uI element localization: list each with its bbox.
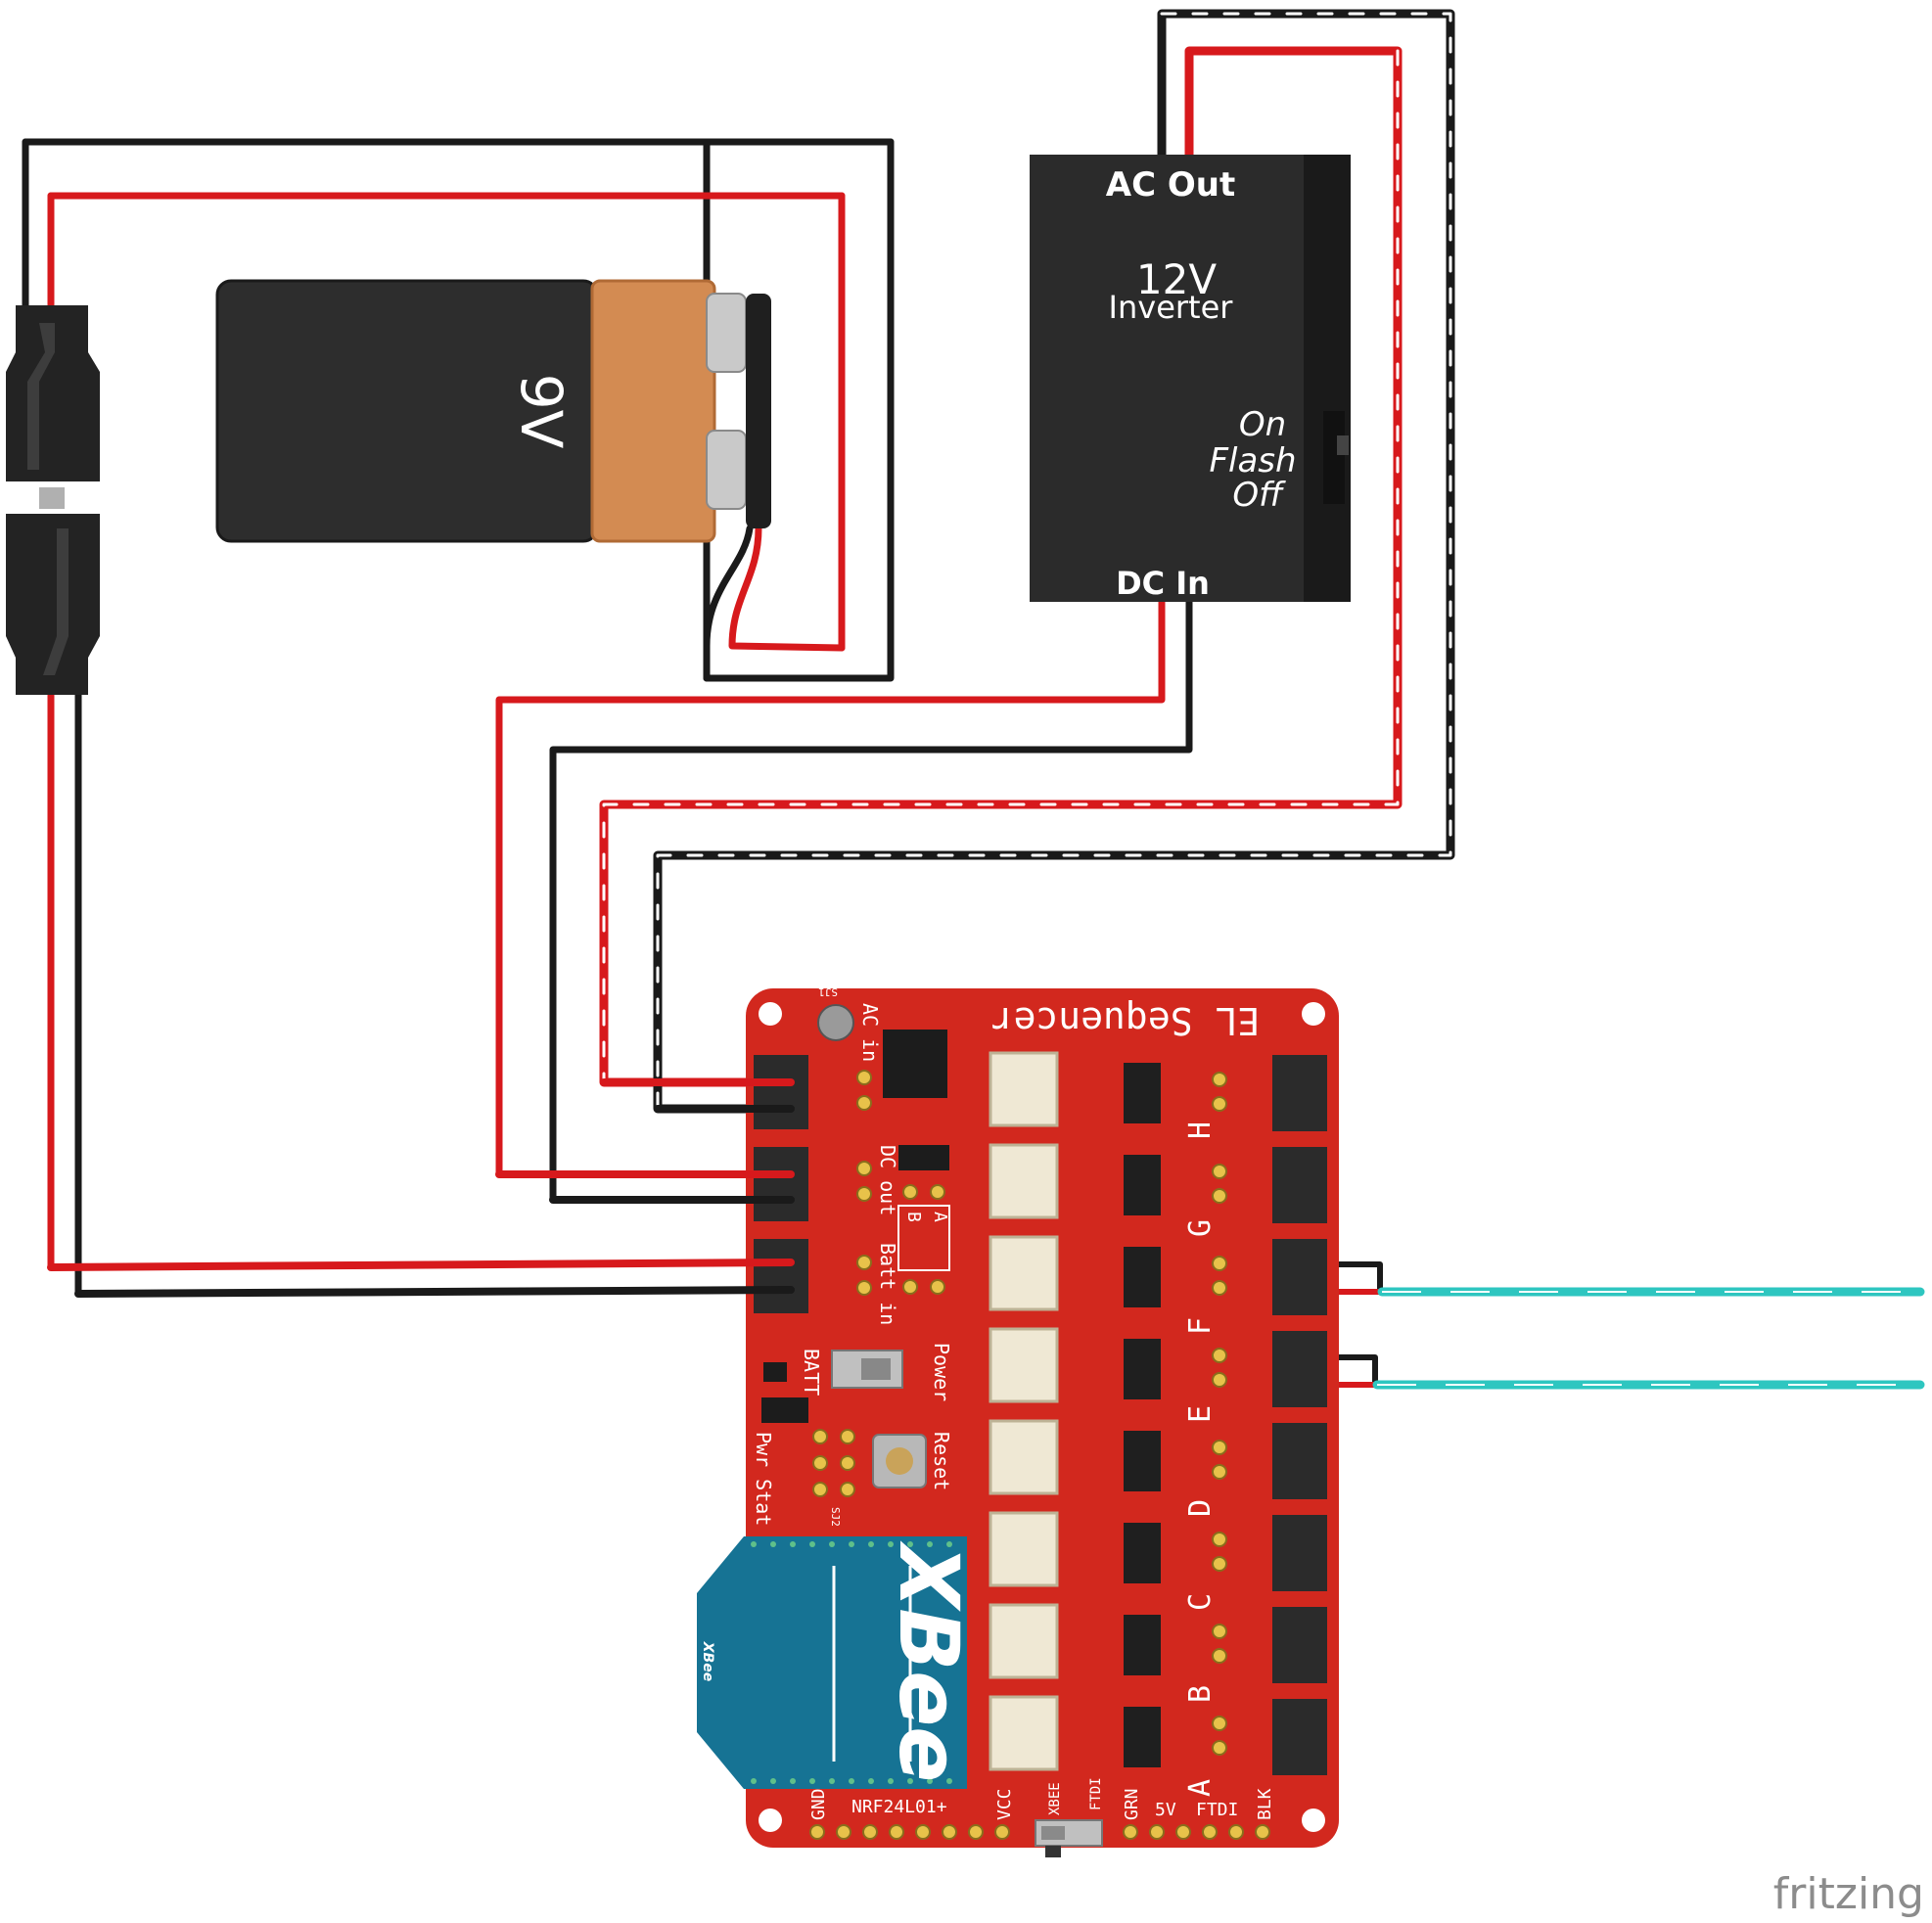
ac-black-wire-stripe — [656, 12, 1452, 1111]
sj1-label: SJ1 — [818, 985, 838, 998]
ac-in-jack[interactable] — [754, 1055, 808, 1129]
mode-switch[interactable] — [1323, 411, 1345, 504]
mount-hole — [759, 1002, 782, 1026]
mount-hole — [1302, 1809, 1325, 1832]
channel-b-label: B — [1183, 1685, 1218, 1703]
channel-d-label: D — [1183, 1499, 1218, 1517]
board-title: EL Sequencer — [991, 999, 1261, 1042]
channel-h-label: H — [1183, 1122, 1218, 1139]
board-wire-ends — [47, 1078, 795, 1298]
ac-out-label: AC Out — [1106, 165, 1235, 205]
ftdi-switch-label: FTDI — [1088, 1777, 1104, 1810]
xbee-small-logo: XBee — [700, 1641, 715, 1681]
xbee-logo: XBee — [881, 1540, 977, 1783]
connector-gap — [39, 487, 65, 509]
battery-lead-black — [703, 138, 895, 682]
5v-label: 5V — [1155, 1800, 1176, 1820]
mount-hole — [759, 1809, 782, 1832]
grn-label: GRN — [1122, 1788, 1142, 1820]
dc-out-jack[interactable] — [754, 1147, 808, 1221]
batt-in-red-wire — [47, 681, 787, 1271]
channel-c-label: C — [1183, 1593, 1218, 1611]
nrf-label: NRF24L01+ — [851, 1797, 947, 1817]
jumper-b-label: B — [903, 1212, 924, 1222]
battery-label: 9V — [508, 374, 575, 449]
batt-in-jack[interactable] — [754, 1239, 808, 1313]
channel-a-label: A — [1183, 1779, 1218, 1797]
ftdi-label: FTDI — [1196, 1800, 1238, 1820]
inverter-model-line1: 12V — [1136, 255, 1217, 303]
switch-off-label: Off — [1232, 476, 1286, 515]
fritzing-watermark: fritzing — [1773, 1869, 1924, 1919]
gnd-label: GND — [808, 1788, 829, 1820]
switch-flash-label: Flash — [1209, 441, 1296, 481]
inverter-12v: AC Out 12V Inverter On Flash Off DC In — [1030, 155, 1351, 602]
mount-hole — [1302, 1002, 1325, 1026]
vcc-label: VCC — [994, 1788, 1015, 1820]
inverter-model-line2: Inverter — [1109, 289, 1234, 326]
switch-on-label: On — [1239, 405, 1286, 444]
reset-button[interactable] — [886, 1447, 913, 1475]
blk-label: BLK — [1255, 1788, 1275, 1820]
channel-f-label: F — [1183, 1317, 1218, 1335]
reset-label: Reset — [930, 1432, 953, 1490]
sj2-label: SJ2 — [829, 1507, 842, 1527]
connector-lower — [6, 514, 100, 695]
xbee-module — [697, 1536, 967, 1789]
inline-connector — [6, 305, 100, 695]
xbee-switch-label: XBEE — [1047, 1782, 1063, 1815]
pwr-stat-label: Pwr Stat — [752, 1432, 775, 1526]
ac-red-wire-stripe — [602, 49, 1400, 1084]
battery-lead-red — [728, 525, 846, 652]
battery-9v: 9V — [215, 279, 771, 543]
el-sequencer-board: EL Sequencer AC in DC out Batt in A B BA… — [697, 985, 1339, 1857]
batt-in-label: Batt in — [876, 1243, 899, 1325]
jumper-a-label: A — [930, 1212, 950, 1222]
dc-in-label: DC In — [1116, 565, 1210, 602]
el-wires — [1372, 1287, 1925, 1390]
channel-g-label: G — [1183, 1219, 1218, 1237]
batt-label: BATT — [800, 1349, 823, 1396]
channel-e-label: E — [1183, 1405, 1218, 1423]
dc-out-label: DC out — [876, 1145, 899, 1215]
ac-in-label: AC in — [858, 1003, 882, 1062]
power-label: Power — [930, 1343, 953, 1401]
wires — [22, 9, 1455, 1388]
